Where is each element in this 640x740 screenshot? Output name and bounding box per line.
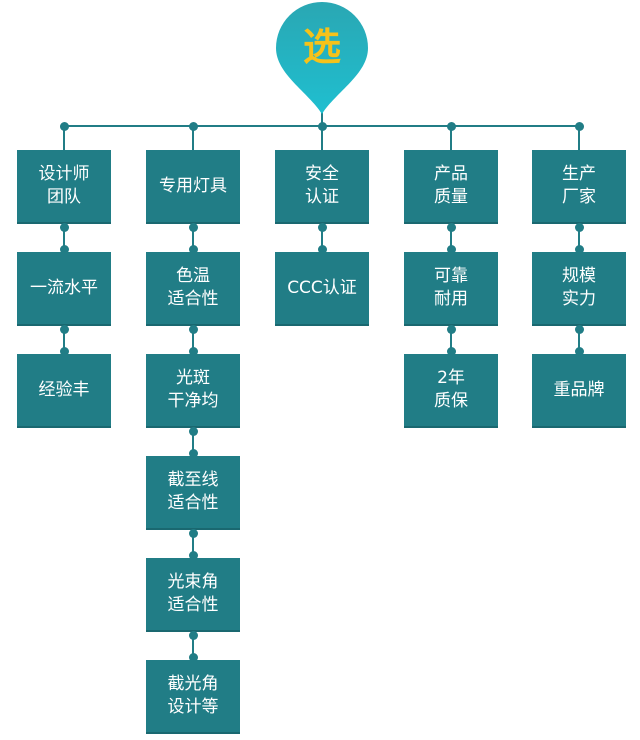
category-box: 色温 适合性 [146,252,240,326]
connector-dot [317,244,327,254]
box-label: 专用灯具 [159,175,227,196]
connector-dot [188,426,198,436]
bus-junction-dot [59,121,69,131]
box-label: 截至线 适合性 [167,470,219,513]
box-label: 光斑 干净均 [167,368,219,411]
category-box: 安全 认证 [275,150,369,224]
category-box: 一流水平 [17,252,111,326]
bus-junction-dot [188,121,198,131]
connector-dot [574,324,584,334]
category-box: CCC认证 [275,252,369,326]
connector-dot [59,222,69,232]
connector-dot [59,346,69,356]
box-label: 安全 认证 [305,164,339,207]
box-label: 产品 质量 [434,164,468,207]
box-label: CCC认证 [287,277,357,298]
category-box: 可靠 耐用 [404,252,498,326]
box-label: 重品牌 [553,379,605,400]
connector-dot [574,244,584,254]
connector-dot [188,528,198,538]
connector-dot [574,346,584,356]
category-box: 规模 实力 [532,252,626,326]
category-box: 截光角 设计等 [146,660,240,734]
connector-dot [59,244,69,254]
connector-dot [188,222,198,232]
connector-dot [574,222,584,232]
connector-dot [188,652,198,662]
box-label: 截光角 设计等 [167,674,219,717]
box-label: 经验丰 [38,379,90,400]
connector-dot [188,448,198,458]
category-box: 光斑 干净均 [146,354,240,428]
title-pin: 选 [272,0,372,118]
category-box: 设计师 团队 [17,150,111,224]
bus-junction-dot [574,121,584,131]
category-box: 经验丰 [17,354,111,428]
box-label: 色温 适合性 [167,266,219,309]
box-label: 2年 质保 [434,368,468,411]
connector-dot [188,346,198,356]
box-label: 一流水平 [30,277,98,298]
connector-dot [188,244,198,254]
category-box: 产品 质量 [404,150,498,224]
connector-dot [188,324,198,334]
bus-junction-dot [317,121,327,131]
connector-dot [317,222,327,232]
connector-dot [446,244,456,254]
box-label: 光束角 适合性 [167,572,219,615]
category-box: 光束角 适合性 [146,558,240,632]
connector-dot [59,324,69,334]
pin-shape [276,2,368,114]
category-box: 2年 质保 [404,354,498,428]
category-box: 专用灯具 [146,150,240,224]
connector-dot [446,346,456,356]
box-label: 可靠 耐用 [434,266,468,309]
bus-junction-dot [446,121,456,131]
connector-dot [446,324,456,334]
box-label: 设计师 团队 [38,164,90,207]
connector-dot [188,550,198,560]
category-box: 生产 厂家 [532,150,626,224]
category-box: 重品牌 [532,354,626,428]
connector-dot [446,222,456,232]
box-label: 规模 实力 [562,266,596,309]
connector-dot [188,630,198,640]
box-label: 生产 厂家 [562,164,596,207]
title-text: 选 [302,25,341,69]
category-box: 截至线 适合性 [146,456,240,530]
